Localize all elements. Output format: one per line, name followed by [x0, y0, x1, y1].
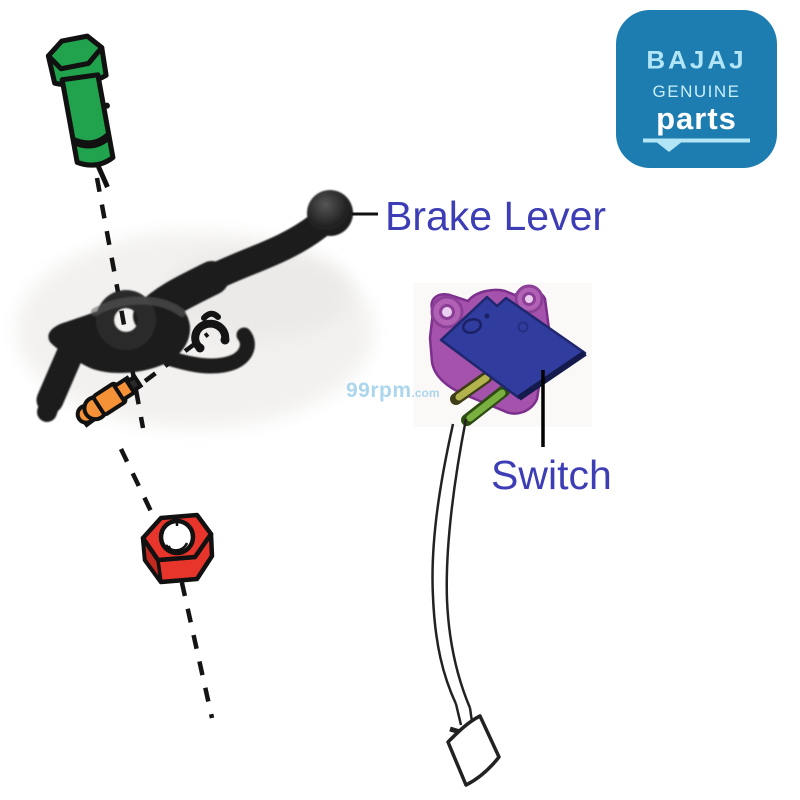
e-clip-end-b [220, 335, 230, 345]
assembly-axis-dashed-line [94, 177, 215, 719]
logo-underline [642, 138, 750, 152]
switch-wire-graphic [431, 418, 501, 787]
axis-segment-bottom [173, 555, 215, 719]
watermark-suffix: .com [411, 386, 440, 400]
brake-lever-graphic [36, 190, 353, 422]
watermark-main: 99rpm [346, 379, 412, 402]
terminal-a [455, 374, 490, 401]
wire-right-line [445, 418, 472, 709]
adjuster-bolt-graphic [45, 33, 116, 189]
switch-ear-right-hole [522, 292, 536, 306]
switch-face-dot [484, 313, 490, 319]
wire-connector [446, 714, 501, 787]
brand-name: BAJAJ [646, 45, 747, 75]
bolt-head-top [45, 33, 105, 72]
switch-label: Switch [491, 452, 612, 498]
switch-ear-left-hole [439, 304, 455, 320]
wire-left-line [431, 423, 458, 705]
pin-thread-tip [124, 373, 144, 394]
lever-top-sheen [91, 296, 186, 317]
switch-screw-hole [461, 317, 483, 335]
bolt-tail-line [96, 165, 110, 189]
nut-thread-arc [164, 542, 189, 552]
lever-ball-end [307, 190, 353, 236]
bolt-shaft [59, 72, 116, 168]
switch-face-mark [517, 321, 529, 333]
e-clip-curl [201, 310, 221, 321]
brand-logo: BAJAJ GENUINE parts [616, 10, 777, 168]
bolt-nub [103, 102, 110, 109]
hex-nut-graphic [140, 512, 215, 585]
switch-body-edge [517, 350, 587, 401]
terminal-b [466, 389, 506, 422]
lever-perch-foot [37, 388, 62, 422]
e-clip-end-a [195, 343, 205, 353]
watermark: 99rpm.com [346, 379, 440, 403]
bolt-band [71, 132, 112, 149]
switch-graphic [428, 284, 587, 447]
logo-underline-arrow [654, 141, 683, 152]
logo-genuine-text: GENUINE [652, 82, 741, 101]
e-clip-ring [191, 319, 230, 352]
switch-mounting-ears [430, 284, 544, 329]
e-clip-graphic [191, 310, 230, 353]
switch-terminals [450, 371, 510, 426]
lever-lower-arm [142, 327, 255, 374]
pivot-pin-graphic [75, 373, 144, 425]
logo-parts-text: parts [656, 101, 737, 136]
axis-segment-middle [118, 448, 175, 556]
brake-lever-label: Brake Lever [385, 193, 607, 239]
